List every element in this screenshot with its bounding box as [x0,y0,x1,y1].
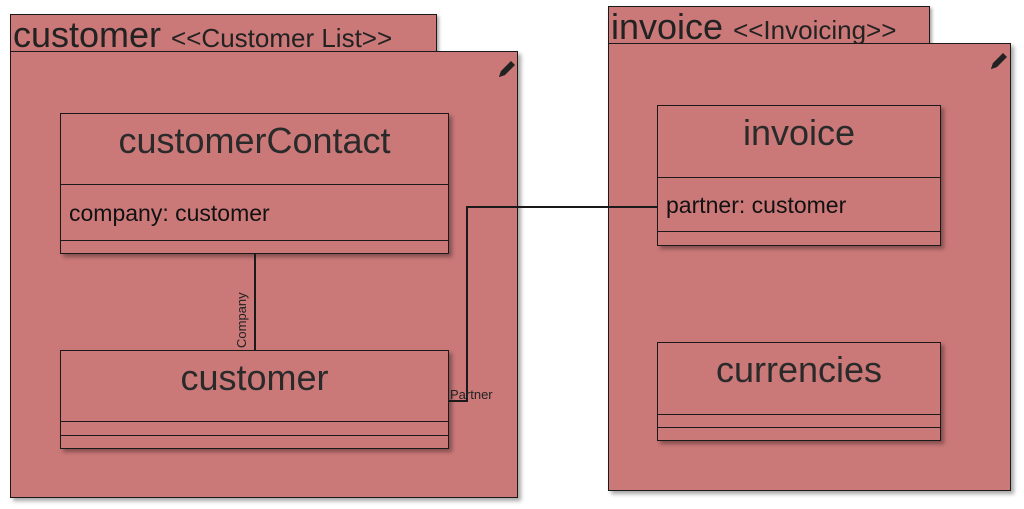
class-customer[interactable]: customer [60,350,449,449]
class-customer-contact-attribute[interactable]: company: customer [69,200,270,226]
package-invoice-name: invoice [611,6,724,46]
package-customer-name: customer [13,14,162,54]
package-invoice-tab[interactable]: invoice <<Invoicing>> [608,6,930,46]
class-divider [658,177,940,178]
class-divider [61,421,448,422]
class-invoice-attribute[interactable]: partner: customer [666,192,847,218]
class-invoice-name: invoice [742,112,856,153]
package-customer-tab[interactable]: customer <<Customer List>> [10,14,437,54]
class-currencies-name: currencies [715,349,883,390]
pencil-icon[interactable] [496,58,518,80]
pencil-icon[interactable] [988,50,1010,72]
class-customer-name: customer [180,357,329,398]
class-divider [658,414,940,415]
class-divider [658,231,940,232]
package-customer-stereotype: <<Customer List>> [171,23,393,53]
class-customer-contact[interactable]: customerContact company: customer [60,113,449,254]
class-invoice[interactable]: invoice partner: customer [657,105,941,246]
class-divider [61,240,448,241]
class-divider [658,427,940,428]
class-divider [61,435,448,436]
class-customer-contact-name: customerContact [118,120,391,161]
class-currencies[interactable]: currencies [657,342,941,441]
class-divider [61,184,448,185]
package-invoice-stereotype: <<Invoicing>> [733,15,897,45]
